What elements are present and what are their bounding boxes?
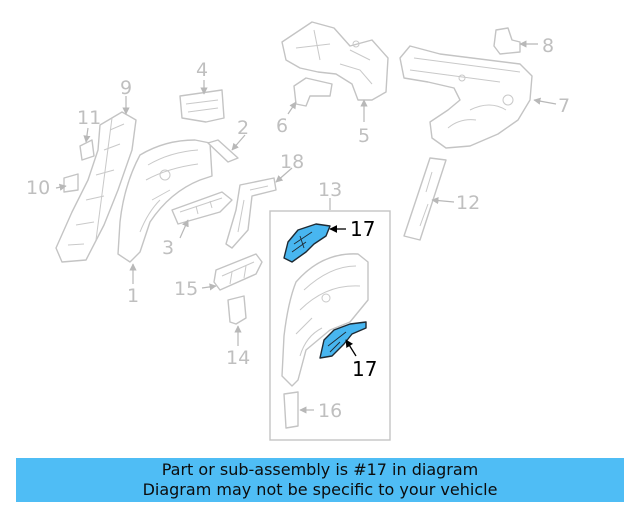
- part-17-lower-highlighted[interactable]: [319, 321, 367, 359]
- callout-18: 18: [280, 151, 304, 173]
- part-18-pillar-brace: [225, 177, 277, 249]
- callout-2: 2: [237, 117, 249, 139]
- part-13-assembly-group: [269, 210, 391, 441]
- part-2-bracket: [207, 139, 239, 163]
- part-9-pillar-reinforcement: [55, 111, 137, 263]
- callout-6: 6: [276, 115, 288, 137]
- callout-17-lower: 17: [352, 357, 377, 381]
- callout-7: 7: [558, 95, 570, 117]
- callout-4: 4: [196, 59, 208, 81]
- part-10-patch: [63, 173, 79, 193]
- banner-line-2: Diagram may not be specific to your vehi…: [142, 480, 498, 499]
- callout-1: 1: [127, 285, 139, 307]
- callout-12: 12: [456, 192, 480, 214]
- info-banner: Part or sub-assembly is #17 in diagram D…: [16, 458, 624, 502]
- callout-3: 3: [162, 237, 174, 259]
- part-15-rail-section: [213, 253, 263, 291]
- callout-8: 8: [542, 35, 554, 57]
- callout-13: 13: [318, 179, 342, 201]
- part-11-bracket: [79, 139, 95, 161]
- callout-17-upper: 17: [350, 217, 375, 241]
- leader-lines-17: [329, 225, 357, 357]
- callout-labels: 1 2 3 4 5 6 7 8 9 10 11 12 13 14 15 16 1…: [26, 35, 570, 422]
- banner-line-1: Part or sub-assembly is #17 in diagram: [161, 460, 479, 479]
- callout-10: 10: [26, 177, 50, 199]
- leader-lines: [55, 40, 557, 414]
- callout-15: 15: [174, 278, 198, 300]
- part-5-quarter-upper-inner: [281, 21, 389, 101]
- part-1-wheelhouse-outer: [117, 139, 213, 263]
- callout-5: 5: [358, 125, 370, 147]
- callout-14: 14: [226, 347, 250, 369]
- part-14-bracket: [227, 295, 247, 325]
- callout-9: 9: [120, 77, 132, 99]
- part-6-bracket: [293, 77, 333, 107]
- part-8-bracket: [493, 27, 521, 55]
- part-7-quarter-inner-panel: [399, 45, 533, 149]
- part-12-pillar-trim: [403, 157, 447, 241]
- callout-11: 11: [77, 107, 101, 129]
- part-3-rail: [171, 191, 233, 225]
- part-4-bracket: [179, 89, 225, 123]
- callout-16: 16: [318, 400, 342, 422]
- part-17-upper-highlighted[interactable]: [283, 223, 331, 263]
